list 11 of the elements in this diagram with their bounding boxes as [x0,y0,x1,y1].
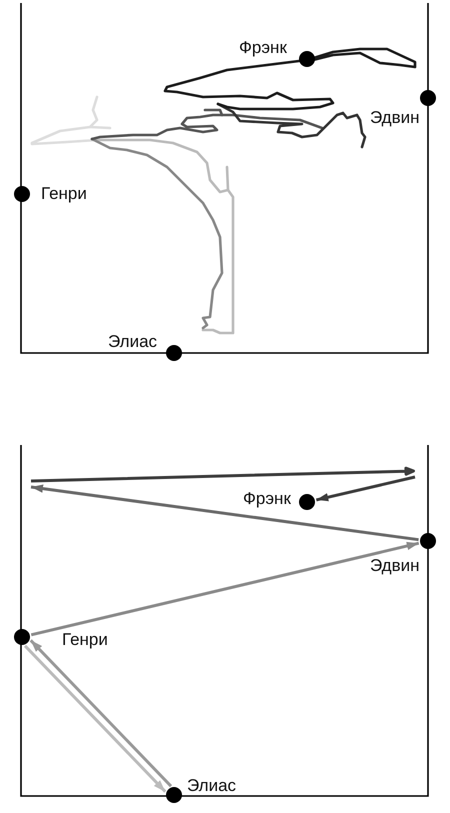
person-name: Эдвин [370,108,420,128]
person-name: Генри [62,630,108,650]
person-name: Генри [41,184,87,204]
arrow [30,466,416,502]
person-name: Элиас [187,776,236,796]
arrow [30,484,419,542]
person-name: Фрэнк [243,489,291,509]
arrow [30,542,420,636]
person-name: Фрэнк [239,38,287,58]
person-name: Эдвин [370,556,420,576]
person-name: Элиас [108,332,158,352]
